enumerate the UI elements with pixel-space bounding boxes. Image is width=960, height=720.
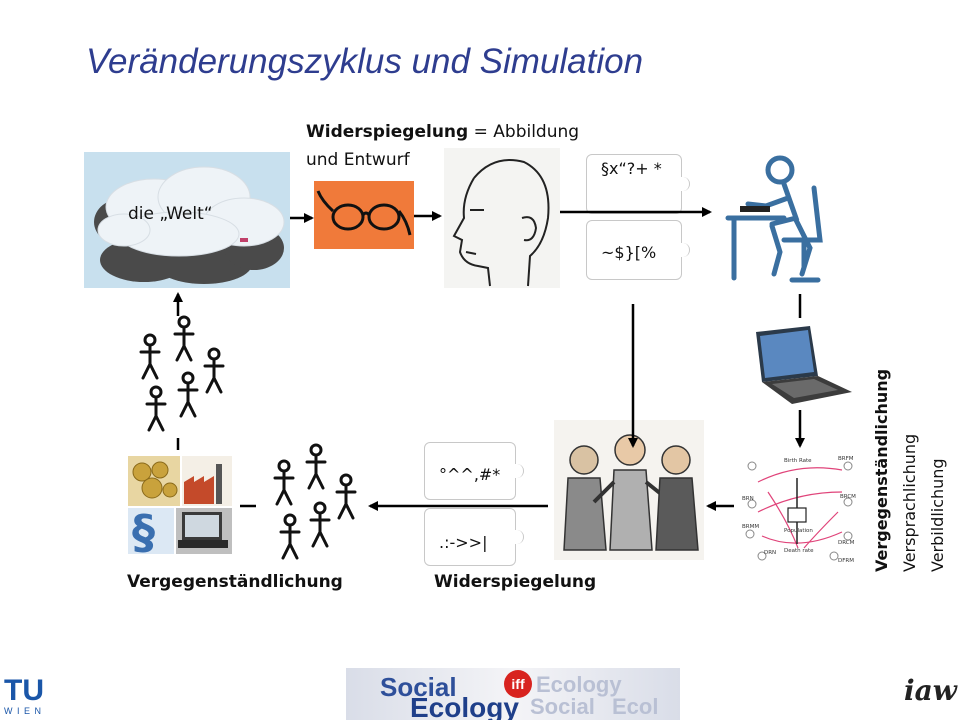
- world-cloud-picture: [84, 152, 290, 288]
- artifacts-icon: §: [128, 456, 232, 554]
- world-label: die „Welt“: [128, 204, 213, 224]
- cloud-icon: [84, 152, 290, 288]
- logo-word-social-faded: Social: [530, 694, 595, 719]
- model-death-rate: Death rate: [784, 548, 814, 554]
- model-brmm: BRMM: [742, 524, 759, 530]
- svg-text:§: §: [132, 505, 155, 554]
- head-icon: [444, 148, 560, 288]
- system-model-picture: Birth Rate Population Death rate BRFM BR…: [738, 452, 862, 564]
- model-brcm: BRCM: [840, 494, 856, 500]
- logo-word-ecol-faded: Ecol: [612, 694, 659, 719]
- tu-logo-text: TU: [4, 674, 44, 707]
- bubble-top2: ~$}[%: [586, 220, 690, 280]
- glasses-icon: [316, 190, 412, 236]
- system-model-diagram: Birth Rate Population Death rate BRFM BR…: [738, 452, 862, 564]
- wien-logo-text: W I E N: [4, 706, 42, 716]
- laptop-picture: [748, 322, 858, 408]
- stick-figures-icon: [139, 315, 225, 432]
- model-brfm: BRFM: [838, 456, 854, 462]
- stick-figures-group-left: [132, 312, 242, 436]
- laptop-icon: [756, 326, 852, 404]
- logo-iff-badge: iff: [504, 670, 532, 698]
- social-ecology-logo: Social Ecology iff Ecology Social Ecol: [346, 668, 680, 720]
- bottom-label-left: Vergegenständlichung: [127, 572, 343, 592]
- bubble-top2-text: ~$}[%: [601, 243, 657, 262]
- tu-wien-logo: TU W I E N: [4, 676, 60, 720]
- bubble-top1: §x“?+ *: [586, 154, 690, 214]
- model-drn: DRN: [764, 550, 776, 556]
- top-label-rest: = Abbildung: [468, 122, 580, 142]
- bubble-top1-text: §x“?+ *: [601, 159, 662, 178]
- top-label-line2: und Entwurf: [306, 150, 410, 170]
- bottom-label-right: Widerspiegelung: [434, 572, 597, 592]
- desk-person-picture: [714, 148, 858, 288]
- artifacts-collage-picture: §: [128, 456, 232, 554]
- bubble-bottom1: °^^,#*: [424, 442, 524, 500]
- model-drcm: DRCM: [838, 540, 855, 546]
- slide-title: Veränderungszyklus und Simulation: [86, 42, 644, 81]
- logo-word-ecology: Ecology: [410, 692, 519, 720]
- stick-figures-icon-bottom: [273, 443, 357, 560]
- model-birth-rate: Birth Rate: [784, 458, 812, 464]
- bubble-bottom1-text: °^^,#*: [439, 465, 501, 484]
- head-sketch-picture: [444, 148, 560, 288]
- stick-figures-group-bottom: [262, 440, 368, 564]
- logo-word-social: Social: [380, 672, 457, 702]
- model-population: Population: [784, 528, 813, 534]
- bubble-bottom2-text: .:->>|: [439, 533, 488, 552]
- top-label-bold: Widerspiegelung: [306, 122, 469, 142]
- top-label: Widerspiegelung = Abbildung und Entwurf: [306, 118, 579, 174]
- model-brn: BRN: [742, 496, 754, 502]
- model-dfrm: DFRM: [838, 558, 854, 564]
- logo-word-ecology-faded: Ecology: [536, 672, 622, 697]
- glasses-picture: [314, 181, 414, 249]
- desk-person-icon: [725, 155, 823, 283]
- iaw-logo: iaw: [904, 674, 957, 707]
- bubble-bottom2: .:->>|: [424, 508, 524, 566]
